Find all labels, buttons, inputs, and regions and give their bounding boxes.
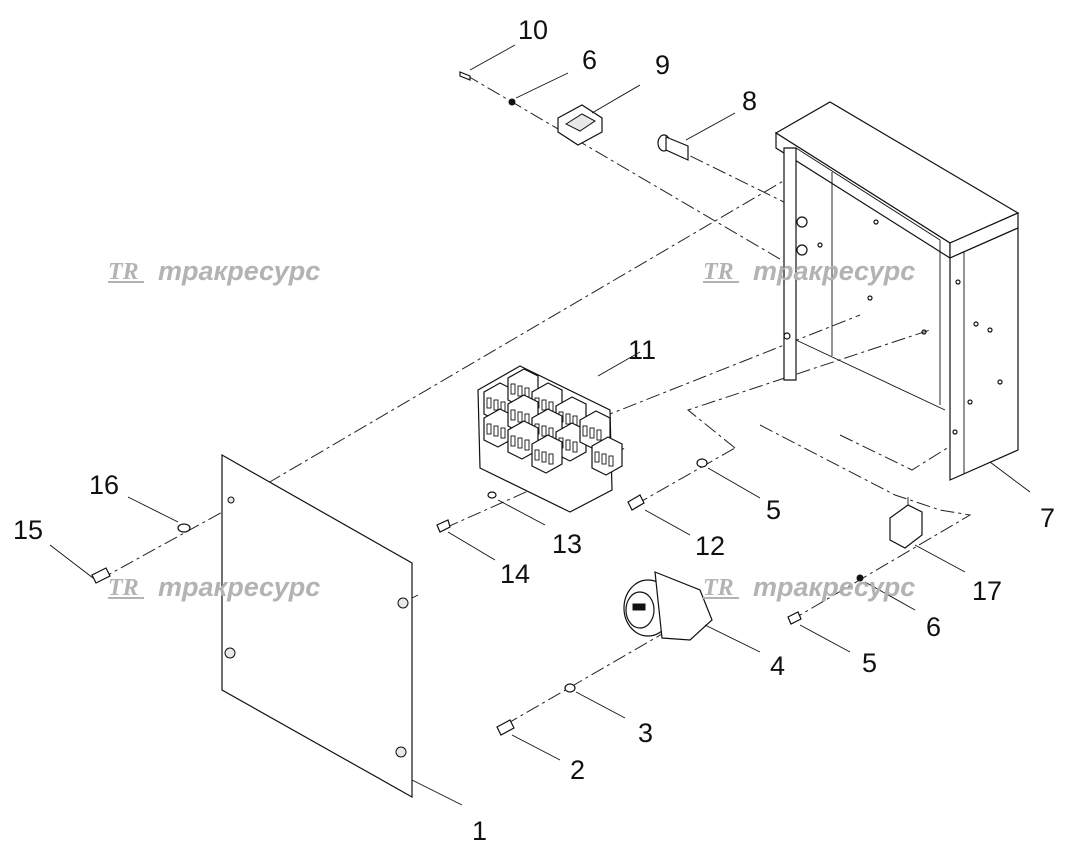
indicator-lamp <box>657 112 736 161</box>
relay-pin-slot <box>541 451 547 463</box>
relay-pin-slot <box>510 383 516 395</box>
relay-pin-slot <box>565 439 571 451</box>
screw-12 <box>627 494 691 536</box>
part-label-10: 10 <box>518 15 549 45</box>
part-label-15: 15 <box>13 515 44 545</box>
relay-pin-slot <box>572 441 578 453</box>
relay-pin-slot <box>548 453 554 465</box>
relay-pin-slot <box>517 411 523 423</box>
relay-pin-slot <box>601 453 607 465</box>
washer-13 <box>487 491 546 526</box>
relay-pin-slot <box>500 427 506 439</box>
relay-pin-slot <box>486 397 492 409</box>
relay-pin-slot <box>510 409 516 421</box>
screw-10 <box>459 44 516 81</box>
watermark-text: тракресурс <box>753 255 916 286</box>
part-label-16: 16 <box>89 470 120 500</box>
part-label-8: 8 <box>742 86 758 116</box>
bolt-15 <box>49 544 111 584</box>
part-label-7: 7 <box>1040 503 1056 533</box>
part-label-6: 6 <box>582 45 598 75</box>
watermark: TR тракресурс <box>703 572 915 602</box>
relay-pin-slot <box>524 439 530 451</box>
svg-text:TR: TR <box>108 575 139 600</box>
relay-pin-slot <box>510 435 516 447</box>
relay-pin-slot <box>534 449 540 461</box>
relay-pin-slot <box>608 455 614 467</box>
relay-pin-slot <box>493 425 499 437</box>
relay-pin-slot <box>493 399 499 411</box>
watermark: TR тракресурс <box>108 572 320 602</box>
buzzer <box>623 571 761 653</box>
assembly-centerlines <box>98 74 972 726</box>
watermark-text: тракресурс <box>158 255 321 286</box>
part-label-2: 2 <box>570 755 586 785</box>
tr-logo-icon: TR <box>108 574 152 600</box>
svg-text:TR: TR <box>703 259 734 284</box>
watermark: TR тракресурс <box>108 256 320 286</box>
washer-3 <box>564 683 626 719</box>
screw-5-lower <box>787 611 851 653</box>
tr-logo-icon: TR <box>108 258 152 284</box>
relay-pin-slot <box>517 437 523 449</box>
switch-bracket <box>557 84 641 146</box>
relay-pin-slot <box>589 427 595 439</box>
relay-block <box>477 351 641 513</box>
part-label-17: 17 <box>972 576 1003 606</box>
tr-logo-icon: TR <box>703 258 747 284</box>
cover-plate <box>221 453 463 806</box>
part-label-11: 11 <box>628 335 657 365</box>
relay-pin-slot <box>565 413 571 425</box>
part-label-13: 13 <box>552 529 583 559</box>
relay-module-box <box>591 436 623 476</box>
washer-6-top <box>508 72 569 106</box>
screw-2 <box>496 719 561 761</box>
part-label-6: 6 <box>926 612 942 642</box>
part-label-5: 5 <box>766 495 782 525</box>
watermark: TR тракресурс <box>703 256 915 286</box>
part-label-12: 12 <box>695 531 726 561</box>
relay-pin-slot <box>486 423 492 435</box>
watermark-text: тракресурс <box>158 571 321 602</box>
relay-pin-slot <box>596 429 602 441</box>
relay-module <box>889 497 966 573</box>
part-label-14: 14 <box>500 559 531 589</box>
svg-text:TR: TR <box>703 575 734 600</box>
part-label-4: 4 <box>770 651 786 681</box>
washer-6-lower <box>856 574 916 611</box>
watermark-text: тракресурс <box>753 571 916 602</box>
relay-pin-slot <box>541 425 547 437</box>
tr-logo-icon: TR <box>703 574 747 600</box>
part-label-3: 3 <box>638 718 654 748</box>
relay-pin-slot <box>594 451 600 463</box>
relay-module-box <box>531 434 563 474</box>
enclosure-housing <box>774 101 1031 493</box>
part-label-9: 9 <box>655 50 671 80</box>
washer-5-upper <box>696 458 761 499</box>
relay-pin-slot <box>517 385 523 397</box>
relay-pin-slot <box>582 425 588 437</box>
svg-text:TR: TR <box>108 259 139 284</box>
part-label-1: 1 <box>472 816 488 846</box>
screw-14 <box>436 519 496 561</box>
washer-16 <box>127 496 191 533</box>
part-label-5: 5 <box>862 648 878 678</box>
relay-pin-slot <box>541 399 547 411</box>
